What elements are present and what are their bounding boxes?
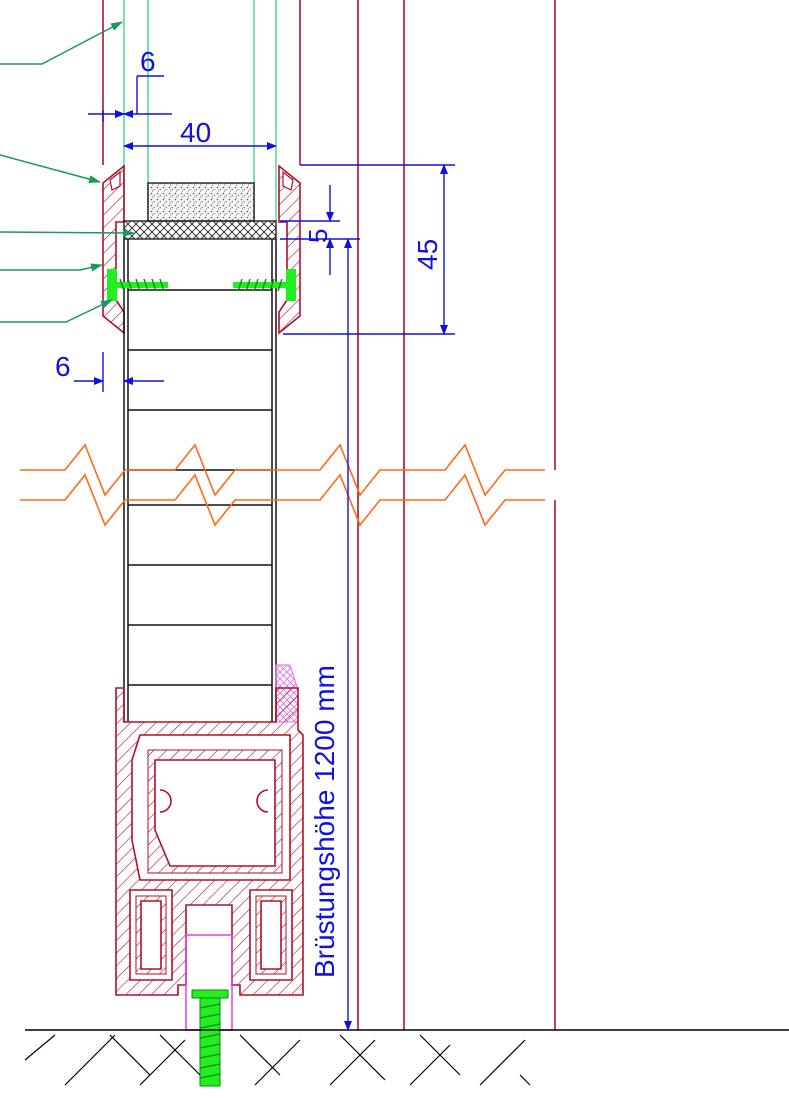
dim-parapet-height: Brüstungshöhe 1200 mm <box>309 665 340 978</box>
dimension-lines <box>74 75 455 1031</box>
gasket-strip <box>123 220 277 240</box>
wall-lines <box>102 0 556 1030</box>
dim-gasket-height: 5 <box>303 229 333 243</box>
dim-glass-width: 40 <box>180 117 211 148</box>
foam-block <box>147 182 255 222</box>
bottom-frame-profile <box>115 687 304 996</box>
dim-frame-height: 45 <box>412 239 443 270</box>
break-lines <box>20 443 545 527</box>
anchor-bolt <box>185 934 233 1087</box>
dim-side-gap: 6 <box>55 351 71 382</box>
leader-lines <box>0 21 135 323</box>
dim-top-gap: 6 <box>140 46 156 77</box>
side-screws <box>107 269 296 301</box>
ground <box>24 1029 789 1086</box>
panel-infill <box>123 239 277 722</box>
